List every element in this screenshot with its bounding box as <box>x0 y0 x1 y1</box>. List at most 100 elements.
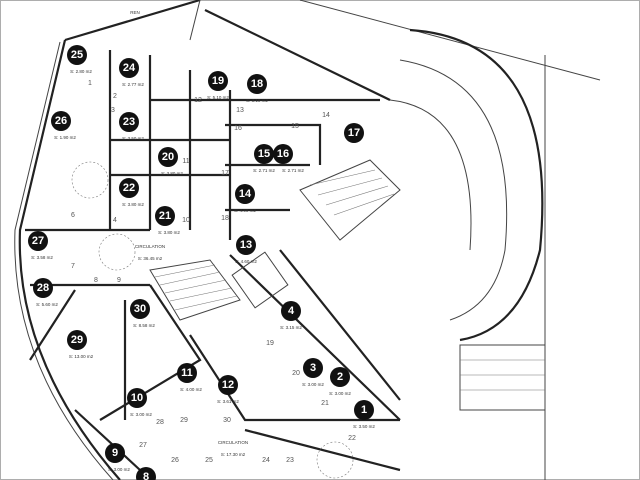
room-number: 17 <box>348 127 360 139</box>
room-number: 19 <box>212 75 224 87</box>
room-badge <box>67 45 87 65</box>
room-number: 21 <box>159 210 171 222</box>
room-area: S: 2.71 m2 <box>253 168 275 173</box>
room-number: 25 <box>71 49 83 61</box>
room-area: S: 1.90 m2 <box>54 135 76 140</box>
room-area: S: 2.77 m2 <box>122 82 144 87</box>
door-number: 10 <box>182 217 190 224</box>
room-badge <box>330 367 350 387</box>
room-4: 4 <box>281 301 301 321</box>
room-number: 3 <box>310 362 316 374</box>
door-number: 30 <box>223 417 231 424</box>
door-number: 6 <box>71 212 75 219</box>
room-18: 18 <box>247 74 267 94</box>
room-badge <box>158 147 178 167</box>
room-number: 26 <box>55 115 67 127</box>
room-area: S: 3.15 m2 <box>280 325 302 330</box>
room-26: 26 <box>51 111 71 131</box>
room-area: S: 2.80 m2 <box>70 69 92 74</box>
top-label: REN <box>130 10 140 15</box>
room-12: 12 <box>218 375 238 395</box>
room-11: 11 <box>177 363 197 383</box>
room-area: S: 8.58 m2 <box>133 323 155 328</box>
room-number: 11 <box>181 367 193 379</box>
room-area: S: 4.90 m2 <box>234 208 256 213</box>
room-number: 29 <box>71 334 83 346</box>
door-number: 7 <box>71 263 75 270</box>
room-21: 21 <box>155 206 175 226</box>
room-30: 30 <box>130 299 150 319</box>
door-number: 26 <box>171 457 179 464</box>
door-number: 3 <box>111 107 115 114</box>
room-3: 3 <box>303 358 323 378</box>
room-badge <box>235 184 255 204</box>
room-number: 28 <box>37 282 49 294</box>
room-badge <box>67 330 87 350</box>
room-24: 24 <box>119 58 139 78</box>
room-badge <box>119 112 139 132</box>
room-number: 18 <box>251 78 263 90</box>
room-number: 24 <box>123 62 136 74</box>
room-area: S: 3.00 m2 <box>302 382 324 387</box>
room-badge <box>208 71 228 91</box>
room-10: 10 <box>127 388 147 408</box>
room-badge <box>281 301 301 321</box>
door-number: 19 <box>266 340 274 347</box>
room-number: 1 <box>361 404 367 416</box>
door-number: 16 <box>234 125 242 132</box>
room-22: 22 <box>119 178 139 198</box>
door-number: 17 <box>221 170 229 177</box>
room-area: S: 13.00 m2 <box>69 354 94 359</box>
room-number: 14 <box>239 188 252 200</box>
room-number: 20 <box>162 151 174 163</box>
room-28: 28 <box>33 278 53 298</box>
room-area: S: 3.50 m2 <box>122 136 144 141</box>
room-number: 13 <box>240 239 252 251</box>
room-area: S: 3.80 m2 <box>122 202 144 207</box>
room-area: S: 3.50 m2 <box>353 424 375 429</box>
door-number: 2 <box>113 93 117 100</box>
room-badge <box>218 375 238 395</box>
door-number: 28 <box>156 419 164 426</box>
door-number: 18 <box>221 215 229 222</box>
door-number: 24 <box>262 457 270 464</box>
room-19: 19 <box>208 71 228 91</box>
room-badge <box>119 178 139 198</box>
room-13: 13 <box>236 235 256 255</box>
room-badge <box>247 74 267 94</box>
room-1: 1 <box>354 400 374 420</box>
door-number: 25 <box>205 457 213 464</box>
door-number: 21 <box>321 400 329 407</box>
room-number: 4 <box>288 305 295 317</box>
room-area: S: 3.80 m2 <box>158 230 180 235</box>
room-20: 20 <box>158 147 178 167</box>
room-area: S: 5.60 m2 <box>36 302 58 307</box>
circulation-title: CIRCULATION <box>135 244 165 249</box>
room-area: S: 3.61 m2 <box>217 399 239 404</box>
room-2: 2 <box>330 367 350 387</box>
door-number: 13 <box>236 107 244 114</box>
room-number: 23 <box>123 116 135 128</box>
circulation-title: CIRCULATION <box>218 440 248 445</box>
room-area: S: 3.00 m2 <box>329 391 351 396</box>
room-8: 8 <box>136 467 156 480</box>
room-badge <box>136 467 156 480</box>
room-badge <box>33 278 53 298</box>
room-25: 25 <box>67 45 87 65</box>
room-area: S: 4.60 m2 <box>235 259 257 264</box>
door-number: 14 <box>322 112 330 119</box>
room-9: 9 <box>105 443 125 463</box>
room-badge <box>105 443 125 463</box>
room-area: S: 3.00 m2 <box>130 412 152 417</box>
door-number: 15 <box>291 123 299 130</box>
room-16: 16 <box>273 144 293 164</box>
door-number: 8 <box>94 277 98 284</box>
room-badge <box>177 363 197 383</box>
room-area: S: 3.00 m2 <box>108 467 130 472</box>
room-number: 9 <box>112 447 118 459</box>
room-badge <box>344 123 364 143</box>
room-number: 2 <box>337 371 343 383</box>
room-badge <box>119 58 139 78</box>
